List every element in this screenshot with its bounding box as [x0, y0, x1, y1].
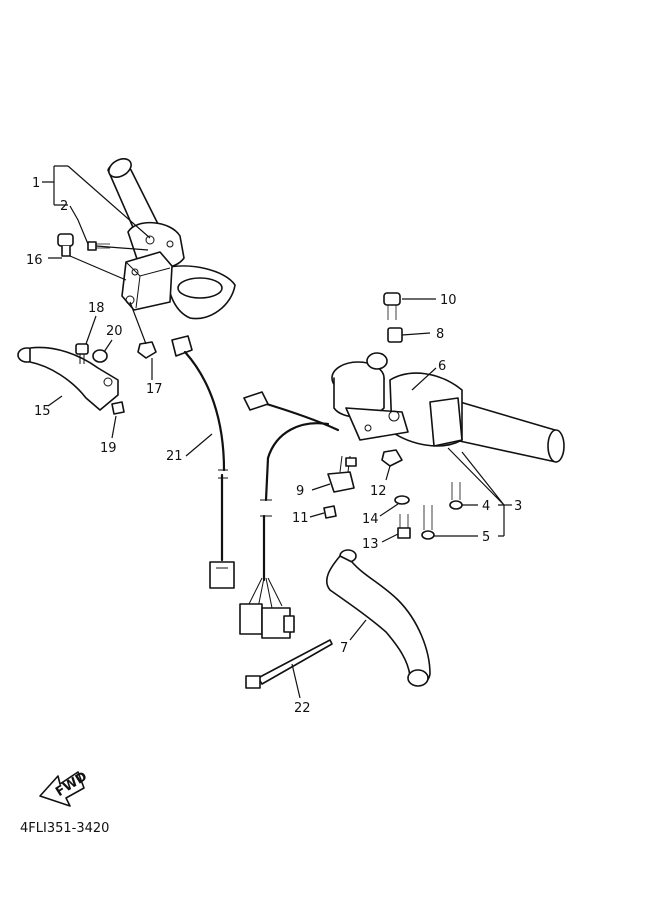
part-15-clutch-lever	[17, 346, 119, 411]
callout-17: 17	[146, 382, 163, 397]
part-5-screw	[421, 505, 435, 540]
callout-19: 19	[100, 441, 117, 456]
callout-22: 22	[294, 701, 311, 716]
callout-16: 16	[26, 253, 43, 268]
right-handlebar-switch-assembly	[331, 352, 565, 463]
part-9-brake-switch	[327, 455, 357, 493]
part-8-collar	[387, 327, 403, 343]
fwd-arrow: FWD	[39, 769, 90, 807]
part-17-nut	[137, 341, 157, 359]
part-20-collar	[92, 349, 108, 363]
right-switch-wires	[239, 391, 340, 639]
callout-12: 12	[370, 484, 387, 499]
callout-4: 4	[482, 499, 490, 514]
callout-21: 21	[166, 449, 183, 464]
part-13-bolt	[397, 514, 411, 539]
diagram-code: 4FLI351-3420	[20, 821, 109, 836]
part-22-cable-tie	[245, 639, 333, 689]
callout-14: 14	[362, 512, 379, 527]
callout-3: 3	[514, 499, 522, 514]
part-7-brake-lever	[325, 549, 431, 687]
leader-lines	[42, 165, 512, 699]
part-12-nut	[381, 449, 403, 467]
callout-11: 11	[292, 511, 309, 526]
part-10-bolt	[383, 292, 401, 320]
callout-13: 13	[362, 537, 379, 552]
callout-10: 10	[440, 293, 457, 308]
callout-5: 5	[482, 530, 490, 545]
callout-1: 1	[32, 176, 40, 191]
part-11-screw	[323, 505, 337, 519]
callout-20: 20	[106, 324, 123, 339]
part-4-screw	[449, 482, 463, 510]
callout-7: 7	[340, 641, 348, 656]
part-19-nut	[111, 401, 125, 415]
part-14-washer	[394, 495, 410, 505]
callout-18: 18	[88, 301, 105, 316]
callout-6: 6	[438, 359, 446, 374]
part-21-clutch-switch-cable	[171, 335, 235, 589]
callout-9: 9	[296, 484, 304, 499]
left-handlebar-switch-assembly	[107, 158, 236, 320]
callout-8: 8	[436, 327, 444, 342]
callout-2: 2	[60, 199, 68, 214]
callout-labels: 1 2 16 18 20 17 15 19 21 10 8 6 9 11 12 …	[26, 176, 522, 716]
part-16-screw	[57, 233, 74, 257]
part-18-pivot-bolt	[75, 343, 89, 364]
callout-15: 15	[34, 404, 51, 419]
